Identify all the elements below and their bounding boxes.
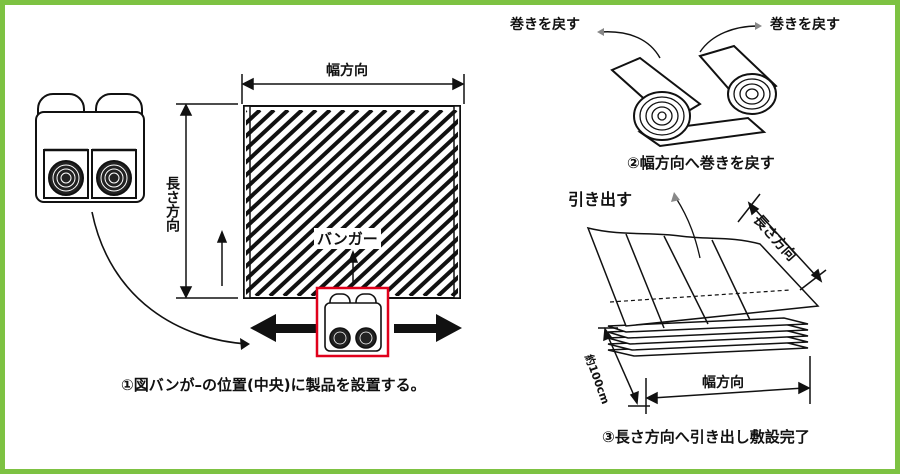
hanger-label: バンガー: [314, 228, 381, 249]
length-direction-label: 長さ方向: [164, 176, 180, 232]
hatch-stripe: [246, 110, 444, 296]
hatch-stripe: [246, 110, 430, 282]
hatch-stripe: [394, 235, 458, 296]
pulled-sheet-stack: [586, 226, 820, 357]
hatch-stripe: [246, 110, 416, 269]
hatch-stripe: [246, 110, 374, 230]
rewind-label-left: 巻きを戻す: [510, 17, 580, 33]
hatch-stripe: [246, 110, 346, 204]
width-direction-label: 幅方向: [326, 63, 368, 79]
pull-arrow: [675, 197, 701, 259]
hatch-stripe: [422, 261, 458, 296]
hatch-stripe: [352, 196, 458, 296]
hatch-stripe: [246, 110, 360, 217]
hatch-stripe: [246, 110, 304, 165]
rewind-rolls: [610, 44, 778, 148]
hatch-stripe: [268, 118, 458, 296]
hatch-stripe: [324, 170, 458, 296]
product-bundle-left: [35, 93, 145, 203]
hatch-stripe: [246, 110, 290, 152]
hatch-stripe: [310, 157, 458, 296]
pull-out-label: 引き出す: [568, 190, 633, 209]
placement-arrowhead: [240, 338, 250, 350]
product-bundle-center: [324, 293, 382, 352]
hatch-stripe: [246, 110, 402, 256]
rewind-arrowhead-left: [597, 28, 604, 36]
length-dimension-diagonal: [737, 193, 827, 291]
rewind-label-right: 巻きを戻す: [770, 17, 840, 33]
right-big-arrow: [394, 314, 462, 342]
length-dimension: [176, 103, 238, 299]
rewind-arrow-right: [699, 25, 759, 53]
step3-caption: ③長さ方向へ引き出し敷設完了: [602, 428, 810, 446]
hanger-pointer: [347, 249, 359, 284]
hatch-stripe: [408, 248, 458, 296]
hatch-stripe: [296, 144, 458, 296]
hatched-sheet: [243, 105, 461, 299]
hatch-stripe: [380, 222, 458, 296]
height-dimension-100cm: [598, 326, 650, 407]
hatch-stripe: [282, 131, 458, 296]
hatch-stripe: [246, 110, 388, 243]
width-dimension: [241, 74, 465, 104]
step1-caption: ①図バンが–の位置(中央)に製品を設置する。: [121, 376, 426, 394]
placement-curve-arrow: [91, 211, 249, 345]
hatch-stripe: [246, 110, 318, 178]
rewind-arrowhead-right: [755, 22, 762, 30]
hatch-stripe: [338, 183, 458, 296]
hatch-stripe: [254, 110, 458, 296]
left-big-arrow: [250, 314, 318, 342]
hatch-stripe: [366, 209, 458, 296]
rewind-arrow-left: [599, 31, 661, 59]
pull-arrowhead: [671, 192, 680, 202]
width-dimension-bottom: [645, 356, 811, 414]
hatch-stripe: [246, 110, 332, 191]
width-direction-label-2: 幅方向: [702, 375, 744, 391]
step2-caption: ②幅方向へ巻きを戻す: [627, 154, 775, 172]
